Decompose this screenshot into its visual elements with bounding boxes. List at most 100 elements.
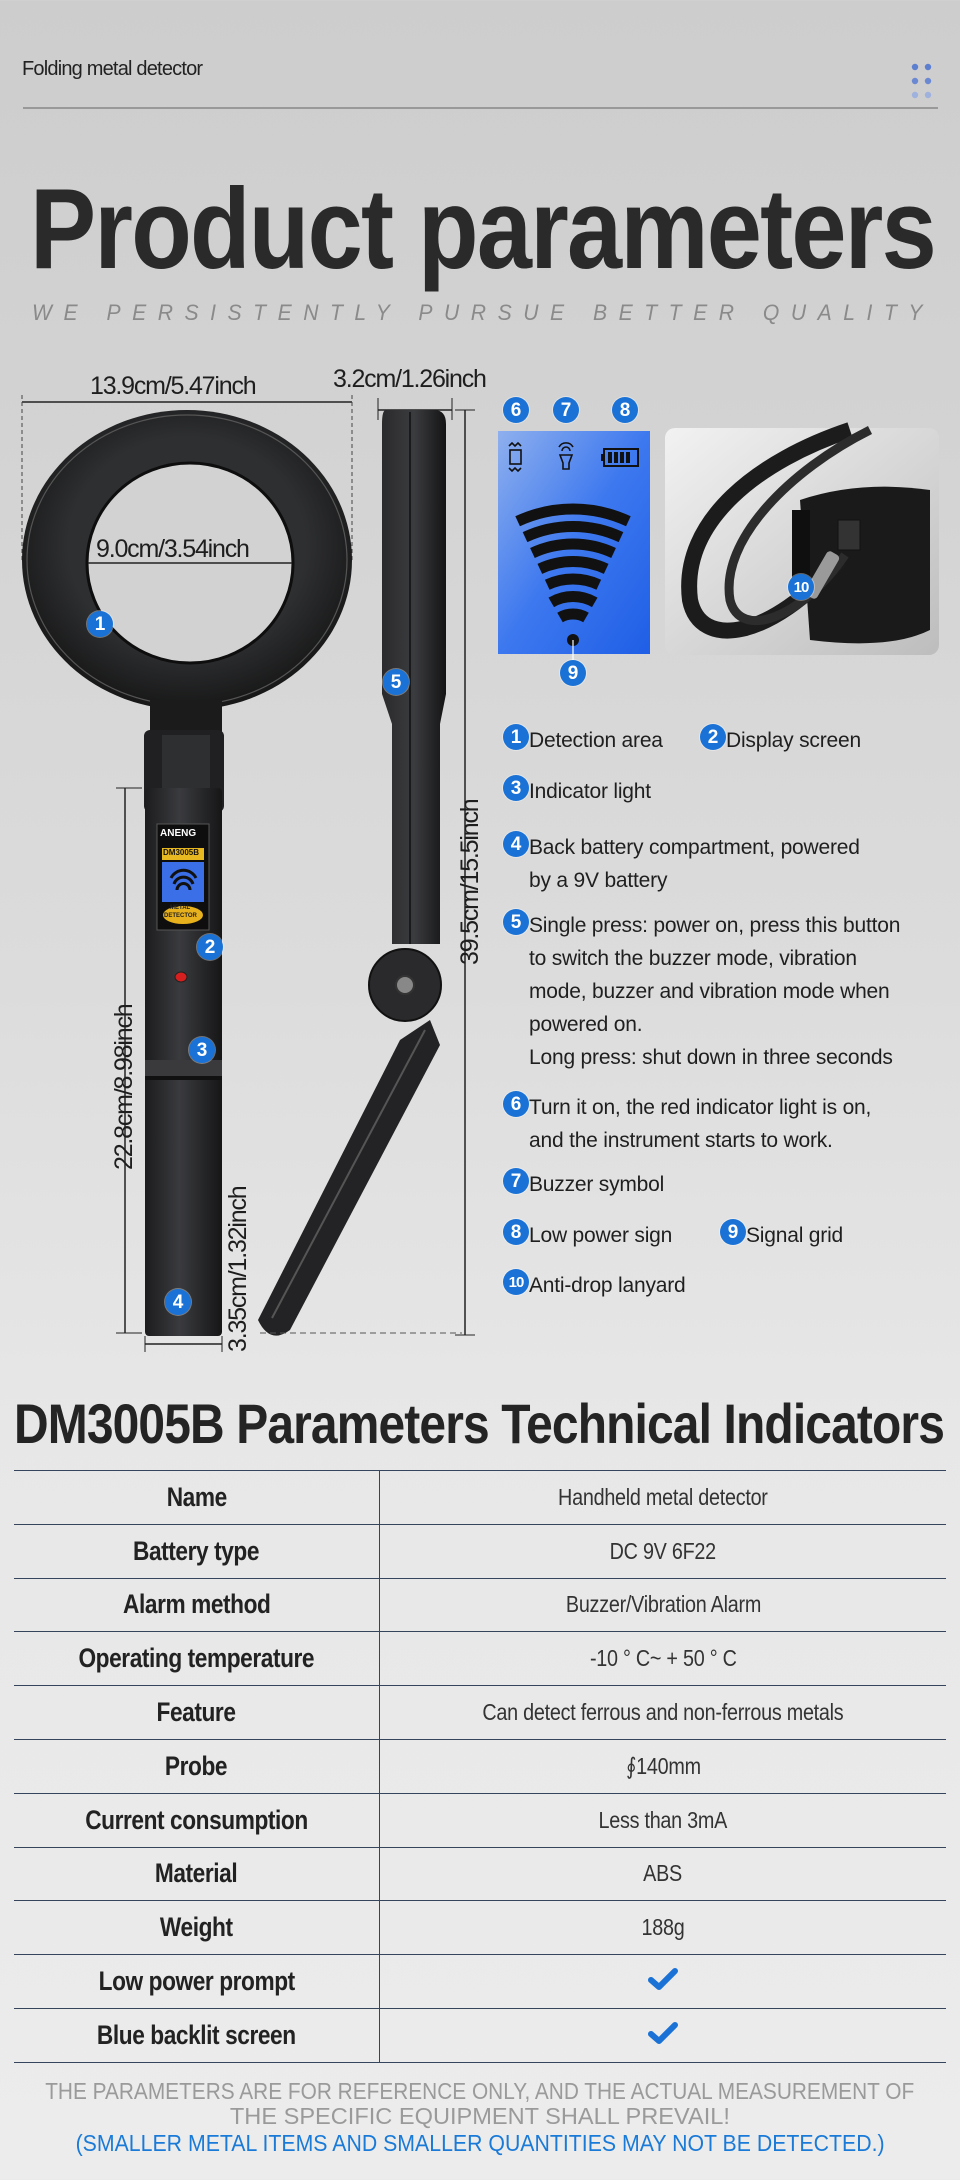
callout-badge-6: 6 <box>503 397 529 423</box>
signal-grid <box>515 503 631 623</box>
legend-text: Signal grid <box>746 1224 844 1247</box>
number-badge: 9 <box>720 1219 746 1245</box>
spec-value: DC 9V 6F22 <box>609 1537 717 1564</box>
thickness-dimension: 3.2cm/1.26inch <box>333 365 487 393</box>
number-badge: 1 <box>503 724 529 750</box>
table-row: Low power prompt <box>14 1954 946 2009</box>
dots-grid-icon[interactable] <box>910 62 934 100</box>
table-row: Blue backlit screen <box>14 2008 946 2063</box>
legend-text: Buzzer symbol <box>529 1173 665 1196</box>
side-view-body <box>382 410 446 944</box>
spec-value: -10 ° C~ + 50 ° C <box>589 1645 737 1672</box>
table-row: Alarm method Buzzer/Vibration Alarm <box>14 1578 946 1633</box>
table-row: Operating temperature -10 ° C~ + 50 ° C <box>14 1631 946 1687</box>
legend-text: Turn it on, the red indicator light is o… <box>529 1096 872 1152</box>
signal-bar <box>515 503 631 527</box>
brand-label: ANENG <box>160 828 197 839</box>
buzzer-icon <box>558 442 574 470</box>
callout-badge-5: 5 <box>383 669 409 695</box>
page-header-label: Folding metal detector <box>22 58 203 80</box>
table-row: Current consumption Less than 3mA <box>14 1793 946 1848</box>
signal-bar <box>530 538 616 559</box>
legend-text: Single press: power on, press this butto… <box>529 914 901 1069</box>
footer-warning: (SMALLER METAL ITEMS AND SMALLER QUANTIT… <box>75 2130 885 2156</box>
page-subtitle: WE PERSISTENTLY PURSUE BETTER QUALITY <box>32 300 934 325</box>
spec-label: Probe <box>165 1750 228 1781</box>
legend-text: Display screen <box>726 729 861 752</box>
legend-text: Back battery compartment, powered by a 9… <box>529 836 860 892</box>
spec-value: Less than 3mA <box>598 1806 728 1833</box>
signal-bar <box>544 573 602 590</box>
spec-section-title: DM3005B Parameters Technical Indicators <box>14 1392 945 1455</box>
number-badge: 8 <box>503 1219 529 1245</box>
header-divider <box>23 107 938 109</box>
spec-value: Can detect ferrous and non-ferrous metal… <box>482 1699 844 1726</box>
legend-text: Detection area <box>529 729 663 752</box>
spec-label: Current consumption <box>85 1804 308 1835</box>
spec-label: Battery type <box>133 1535 260 1566</box>
legend-text: Low power sign <box>529 1224 673 1247</box>
spec-value: 188g <box>641 1914 685 1941</box>
spec-value: Buzzer/Vibration Alarm <box>565 1591 761 1618</box>
total-length-dimension: 39.5cm/15.5inch <box>456 799 484 965</box>
number-badge: 6 <box>503 1091 529 1117</box>
check-icon <box>648 1968 678 1991</box>
signal-bar <box>537 556 609 574</box>
spec-value: ∮140mm <box>625 1752 701 1779</box>
indicator-light <box>174 971 188 983</box>
check-icon <box>648 2021 678 2044</box>
spec-label: Low power prompt <box>98 1966 295 1997</box>
spec-label: Material <box>155 1858 238 1889</box>
handle-width-dimension: 3.35cm/1.32inch <box>224 1186 252 1352</box>
badge-line1: METAL <box>170 905 191 911</box>
table-row: Weight 188g <box>14 1900 946 1956</box>
callout-badge-1: 1 <box>87 611 113 637</box>
spec-label: Weight <box>160 1912 233 1943</box>
callout-badge-3: 3 <box>189 1037 215 1063</box>
model-label: DM3005B <box>163 848 200 857</box>
callout-badge-10: 10 <box>788 574 814 600</box>
footer-note-line2: THE SPECIFIC EQUIPMENT SHALL PREVAIL! <box>230 2103 730 2129</box>
callout-badge-2: 2 <box>197 934 223 960</box>
number-badge: 5 <box>503 909 529 935</box>
ring-inner-dimension: 9.0cm/3.54inch <box>96 535 250 563</box>
number-badge: 3 <box>503 775 529 801</box>
signal-bar <box>548 591 598 608</box>
number-badge: 7 <box>503 1168 529 1194</box>
table-row: Material ABS <box>14 1847 946 1902</box>
number-badge: 4 <box>503 831 529 857</box>
spec-label: Alarm method <box>122 1589 271 1620</box>
spec-label: Operating temperature <box>78 1643 315 1674</box>
ring-outer-dimension: 13.9cm/5.47inch <box>90 372 257 400</box>
table-row: Battery type DC 9V 6F22 <box>14 1524 946 1579</box>
callout-badge-7: 7 <box>553 397 579 423</box>
callout-badge-4: 4 <box>165 1289 191 1315</box>
vibration-icon <box>508 441 522 473</box>
number-badge: 10 <box>503 1269 529 1295</box>
callout-badge-9: 9 <box>560 660 586 686</box>
spec-value: Handheld metal detector <box>558 1483 768 1510</box>
legend-text: Indicator light <box>529 780 651 803</box>
footer-note-line1: THE PARAMETERS ARE FOR REFERENCE ONLY, A… <box>45 2078 915 2104</box>
signal-bar <box>557 608 589 623</box>
spec-value: ABS <box>643 1860 683 1887</box>
badge-line2: DETECTOR <box>164 913 197 919</box>
callout-badge-8: 8 <box>612 397 638 423</box>
legend-text: Anti-drop lanyard <box>529 1274 686 1297</box>
signal-bar <box>522 521 624 543</box>
folded-ring <box>258 1020 440 1336</box>
number-badge: 2 <box>700 724 726 750</box>
